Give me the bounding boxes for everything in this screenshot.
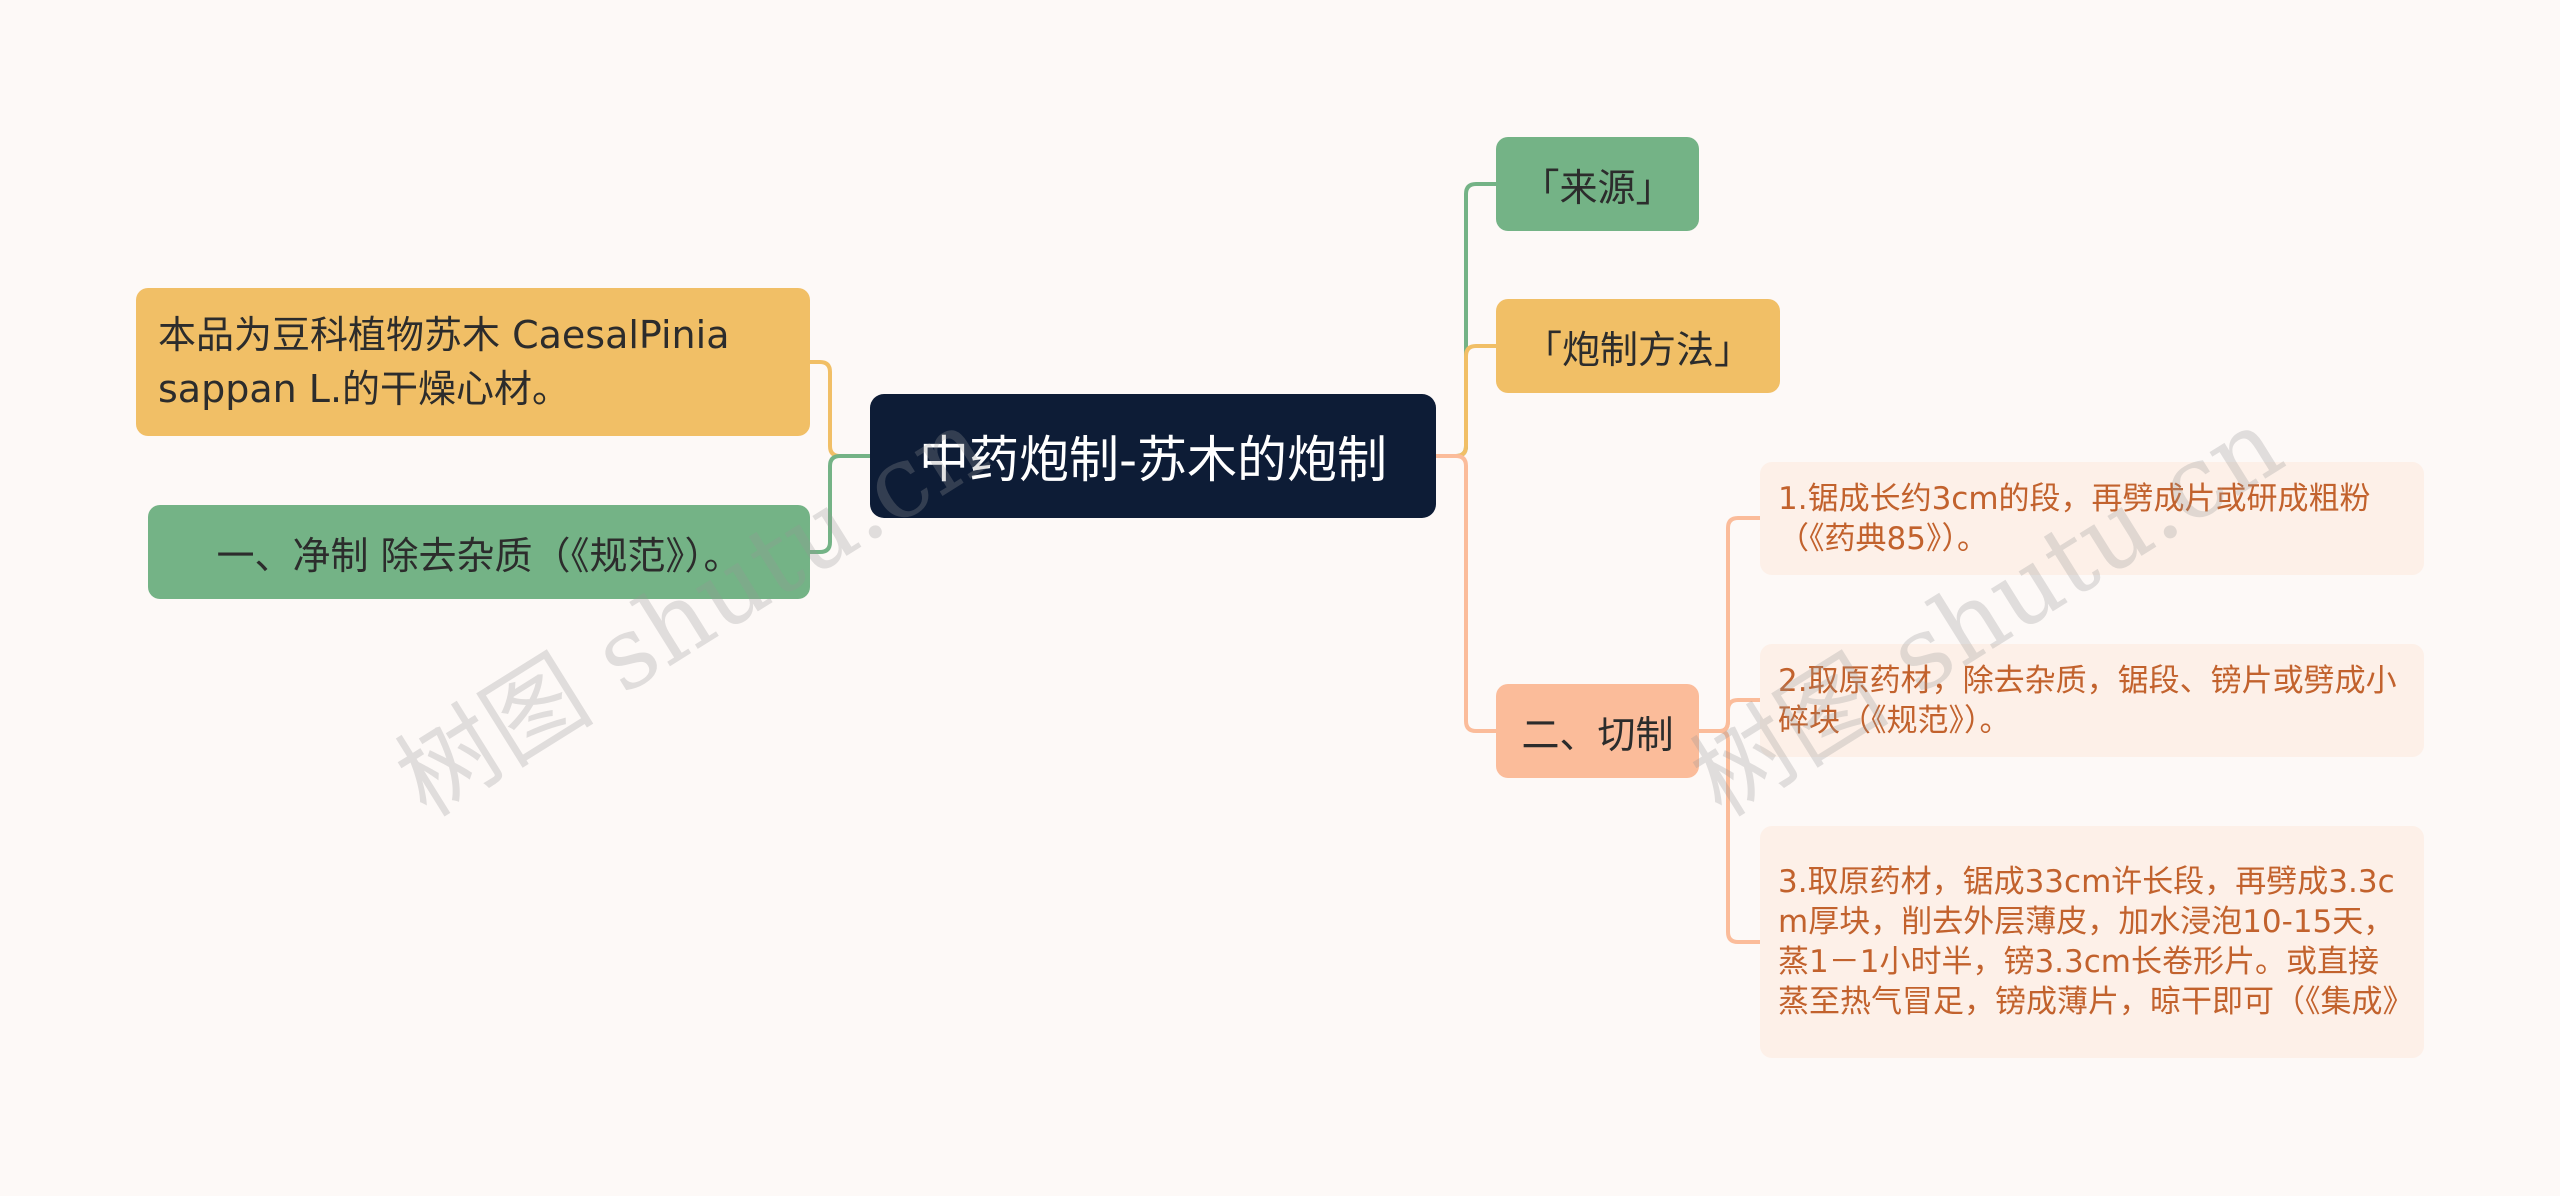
connector-root-cut (1436, 454, 1496, 733)
node-source[interactable]: 「来源」 (1496, 137, 1699, 231)
leaf-cutting-step-1-label: 1.锯成长约3cm的段，再劈成片或研成粗粉（《药典85》）。 (1778, 480, 2371, 557)
connector-root-left-orange (810, 360, 870, 458)
node-source-description[interactable]: 本品为豆科植物苏木 CaesalPinia sappan L.的干燥心材。 (136, 288, 810, 436)
node-processing-method-label: 「炮制方法」 (1523, 327, 1752, 372)
node-source-label: 「来源」 (1521, 165, 1674, 210)
node-source-description-label: 本品为豆科植物苏木 CaesalPinia sappan L.的干燥心材。 (158, 313, 730, 411)
connector-root-method (1436, 344, 1496, 458)
leaf-cutting-step-3[interactable]: 3.取原药材，锯成33cm许长段，再劈成3.3cm厚块，削去外层薄皮，加水浸泡1… (1760, 826, 2424, 1058)
leaf-cutting-step-2[interactable]: 2.取原药材，除去杂质，锯段、镑片或劈成小碎块（《规范》）。 (1760, 644, 2424, 757)
leaf-cutting-step-2-label: 2.取原药材，除去杂质，锯段、镑片或劈成小碎块（《规范》）。 (1778, 662, 2397, 739)
connector-cut-leaf3 (1699, 729, 1760, 944)
leaf-cutting-step-1[interactable]: 1.锯成长约3cm的段，再劈成片或研成粗粉（《药典85》）。 (1760, 462, 2424, 575)
leaf-cutting-step-3-label: 3.取原药材，锯成33cm许长段，再劈成3.3cm厚块，削去外层薄皮，加水浸泡1… (1778, 864, 2414, 1020)
node-cutting-label: 二、切制 (1521, 712, 1674, 757)
node-cutting[interactable]: 二、切制 (1496, 684, 1699, 778)
node-purification-label: 一、净制 除去杂质（《规范》）。 (216, 533, 742, 578)
root-node-label: 中药炮制-苏木的炮制 (918, 431, 1388, 489)
node-processing-method[interactable]: 「炮制方法」 (1496, 299, 1780, 393)
node-purification[interactable]: 一、净制 除去杂质（《规范》）。 (148, 505, 810, 599)
connector-root-left-green (810, 454, 870, 554)
root-node[interactable]: 中药炮制-苏木的炮制 (870, 394, 1436, 518)
connector-cut-leaf2 (1699, 698, 1760, 733)
